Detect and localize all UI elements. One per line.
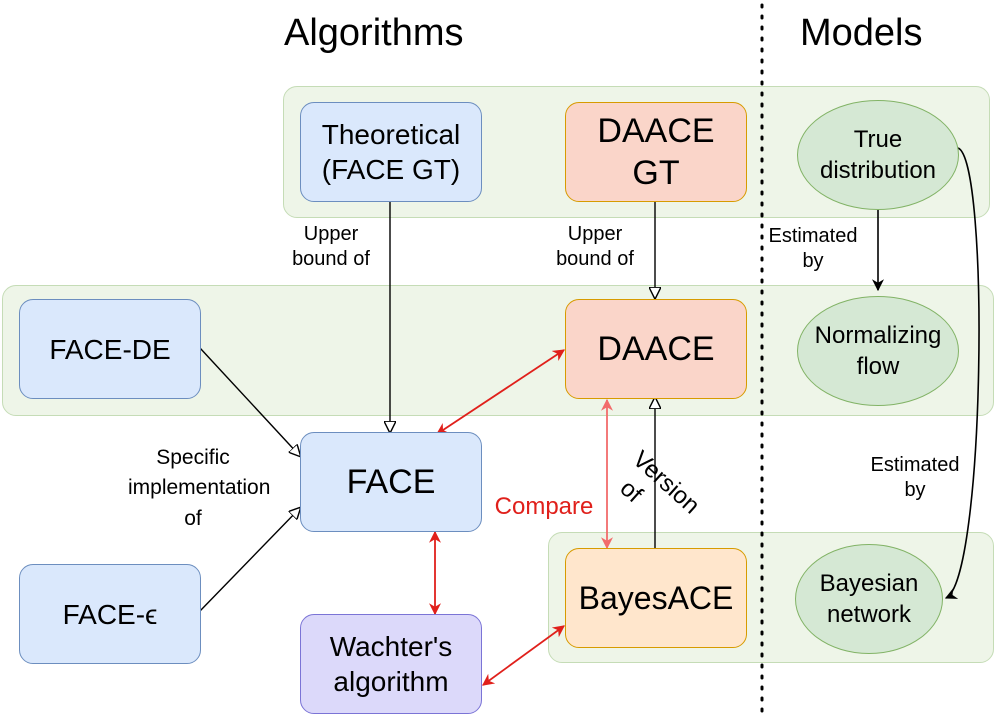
node-true-distribution-line1: True [853,125,903,153]
node-theoretical-line2: (FACE GT) [321,154,461,185]
label-upper-bound-1-line1: Upper [303,223,359,245]
node-bayesian-network-line1: Bayesian [819,569,919,597]
node-theoretical-line1: Theoretical [321,119,461,150]
node-wachter-line2: algorithm [333,666,449,697]
node-bayesace[interactable]: BayesACE [565,548,747,648]
label-upper-bound-theoretical: Upper bound of [276,222,386,272]
node-face[interactable]: FACE [300,432,482,532]
label-upper-bound-1-line2: bound of [292,248,370,270]
label-compare: Compare [482,492,606,522]
label-upper-bound-daace: Upper bound of [540,222,650,272]
node-face-de[interactable]: FACE-DE [19,299,201,399]
edge-truedist-to-bayesiannet [944,147,980,599]
node-bayesian-network-line2: network [826,601,912,628]
label-estimated-by-1-line1: Estimated [768,225,858,247]
edge-facede-to-face [199,347,300,456]
node-normalizing-flow-line1: Normalizing [814,321,942,349]
label-upper-bound-2-line1: Upper [567,223,623,245]
algorithms-heading: Algorithms [284,12,464,54]
label-specific-implementation-line1: Specific [156,446,230,469]
node-wachters-algorithm[interactable]: Wachter's algorithm [300,614,482,714]
node-face-de-label: FACE-DE [49,333,171,365]
node-normalizing-flow[interactable]: Normalizing flow [797,296,959,406]
node-daace-gt-line1: DAACE [597,111,715,150]
label-estimated-by-network: Estimated by [850,453,980,503]
node-face-epsilon-label: FACE-ϵ [62,598,158,630]
node-daace-gt-line2: GT [632,154,680,192]
node-true-distribution[interactable]: True distribution [797,100,959,210]
node-theoretical-face-gt[interactable]: Theoretical (FACE GT) [300,102,482,202]
label-specific-implementation-line2: implementation [128,476,271,500]
compare-wachter-bayesace [482,625,565,686]
edge-faceeps-to-face [199,508,300,612]
node-bayesian-network[interactable]: Bayesian network [795,544,943,654]
node-daace[interactable]: DAACE [565,299,747,399]
node-normalizing-flow-line2: flow [856,353,900,380]
label-specific-implementation: Specific implementation of [128,443,271,534]
node-bayesace-label: BayesACE [578,580,734,616]
label-specific-implementation-line3: of [184,506,202,530]
node-face-epsilon[interactable]: FACE-ϵ [19,564,201,664]
node-daace-label: DAACE [597,329,715,368]
label-estimated-by-flow: Estimated by [758,224,868,274]
label-estimated-by-2-line1: Estimated [870,454,960,476]
node-true-distribution-line2: distribution [819,157,937,184]
models-heading: Models [800,12,923,54]
node-daace-gt[interactable]: DAACE GT [565,102,747,202]
label-estimated-by-2-line2: by [904,479,926,501]
compare-face-daace [435,349,566,435]
node-face-label: FACE [346,462,436,501]
label-estimated-by-1-line2: by [802,250,824,272]
node-wachter-line1: Wachter's [329,631,453,662]
label-upper-bound-2-line2: bound of [556,248,634,270]
